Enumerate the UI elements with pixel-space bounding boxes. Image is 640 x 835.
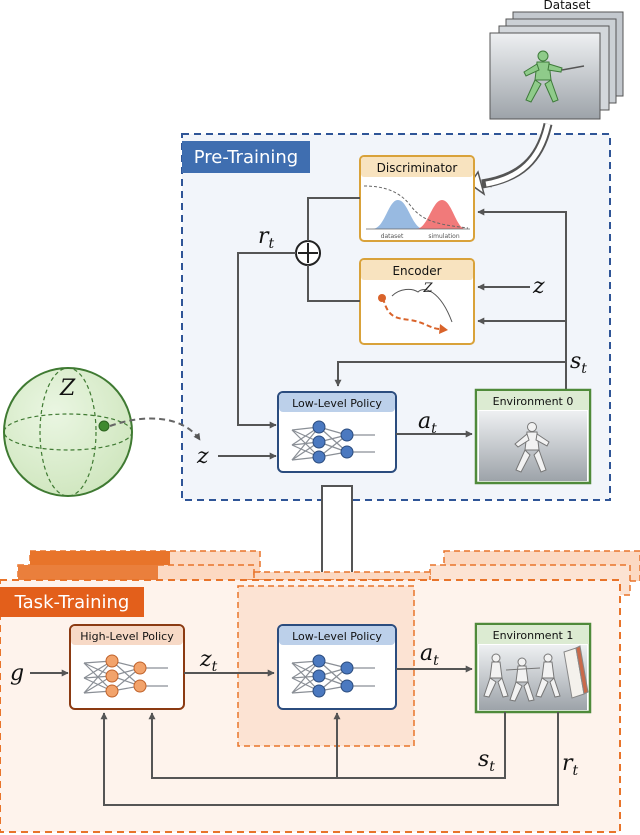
environment-0-box: Environment 0 [474,388,592,485]
task-action-label: at [420,641,439,669]
encoder-latent-label: Z [422,281,433,296]
discriminator-curve-simulation [416,200,466,229]
high-level-policy-box: High-Level Policy [69,624,185,710]
discriminator-curve-dataset [372,200,424,229]
encoder-to-sum-line [307,265,360,302]
discriminator-title: Discriminator [377,161,458,175]
discriminator-axis-dataset: dataset [381,233,404,240]
latent-space-symbol: Z [59,376,76,401]
reward-to-llp-arrow [237,252,296,429]
latent-sphere: Z [3,367,133,497]
task-reward-feedback-line [100,712,559,806]
tasktraining-title: Task-Training [14,592,130,613]
environment-1-block-icon [563,645,589,699]
task-state-feedback-line [148,712,506,779]
environment-1-title: Environment 1 [493,629,574,642]
tasktraining-title-tab [0,587,144,617]
zt-label: zt [199,647,218,675]
encoder-box: Encoder Z [359,258,475,345]
encoder-z-label: z [532,274,545,299]
pretrain-llp-title: Low-Level Policy [292,397,382,410]
pretraining-title: Pre-Training [194,147,298,168]
pretrain-action-label: at [418,409,437,437]
task-reward-label: rt [562,751,579,779]
task-low-level-policy: Low-Level Policy [277,624,397,710]
environment-0-title: Environment 0 [493,395,574,408]
dataset-stack: Dataset [489,0,624,120]
pretraining-title-tab [182,141,310,173]
discriminator-boundary-curve [363,185,469,229]
task-state-label: st [478,747,495,775]
environment-0-character-icon [514,422,550,473]
discriminator-axis-simulation: simulation [428,233,459,240]
environment-1-characters-icon [483,653,561,702]
latent-sample-arrow [109,417,201,441]
state-label: st [570,349,587,377]
high-level-policy-network-icon [83,654,168,698]
pretrain-z-label: z [196,444,209,469]
state-to-llp-arrow [334,361,566,387]
dataset-character-icon [523,50,563,103]
pretrain-llp-network-icon [291,420,375,464]
goal-label: g [10,661,24,686]
discriminator-box: Discriminator dataset simulation [359,155,475,242]
discriminator-to-sum-line [307,197,360,241]
sum-node [295,240,321,266]
state-feedback-line [477,208,567,390]
encoder-title: Encoder [392,264,441,278]
dataset-label: Dataset [544,0,591,12]
reward-label: rt [258,224,275,252]
pretrain-low-level-policy: Low-Level Policy [277,391,397,473]
task-llp-network-icon [291,654,375,698]
encoder-brace [391,288,453,323]
task-llp-title: Low-Level Policy [292,630,382,643]
environment-1-box: Environment 1 [474,622,592,714]
high-level-policy-title: High-Level Policy [80,630,174,643]
